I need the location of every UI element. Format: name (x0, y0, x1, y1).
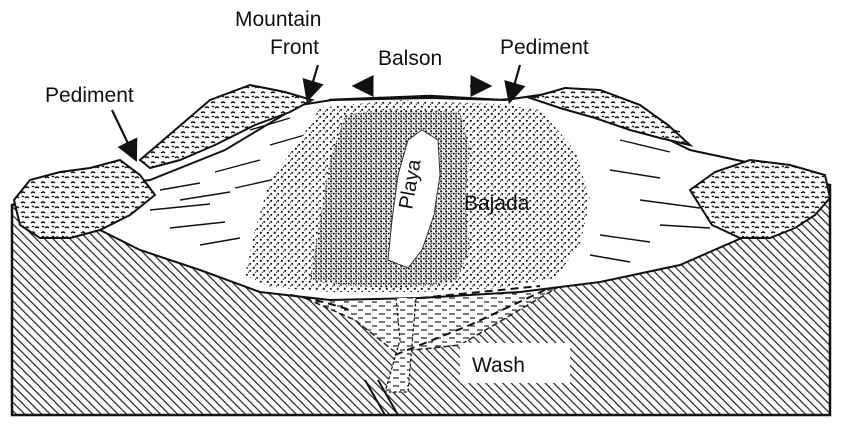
label-pediment-right: Pediment (500, 36, 589, 59)
arrow-pediment-left (112, 110, 135, 158)
label-mountain-front-line1: Mountain (235, 8, 321, 31)
label-bajada: Bajada (464, 192, 530, 215)
label-mountain-front-line2: Front (270, 36, 319, 59)
label-pediment-left: Pediment (45, 84, 134, 107)
label-wash: Wash (472, 354, 525, 377)
arrow-pediment-right (510, 65, 520, 100)
arrow-mountain-front (308, 65, 318, 98)
label-balson: Balson (378, 47, 442, 70)
